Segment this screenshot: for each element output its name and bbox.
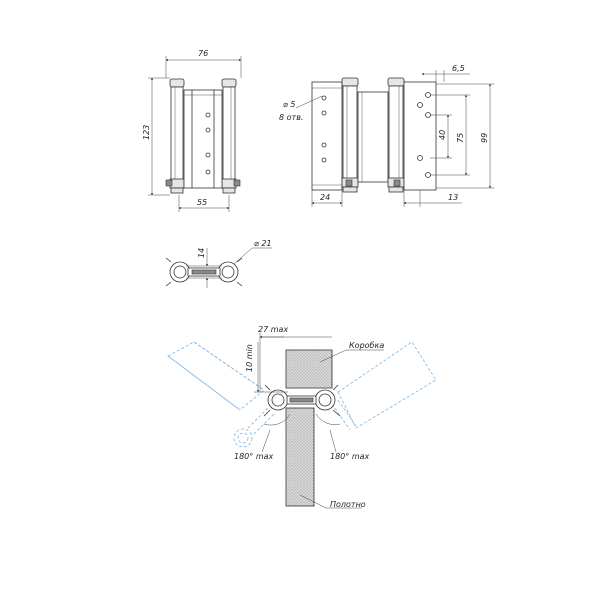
dim-install-leaf-gap: 10 min xyxy=(245,344,254,372)
dim-side-offset-top: 6,5 xyxy=(452,64,465,73)
dim-front-width: 76 xyxy=(198,49,208,58)
dim-install-gap: 27 max xyxy=(258,325,288,334)
front-view: 76 123 55 xyxy=(142,49,242,212)
dim-front-height: 123 xyxy=(142,125,151,140)
dim-side-total-height: 99 xyxy=(480,133,489,143)
dim-plan-thickness: 14 xyxy=(197,248,206,258)
dim-front-base-width: 55 xyxy=(197,198,207,207)
door-leaf-section xyxy=(285,407,315,507)
dim-plan-diameter: ⌀ 21 xyxy=(254,239,272,248)
dim-install-angle-left: 180° max xyxy=(234,452,274,461)
plan-view: 14 ⌀ 21 xyxy=(165,239,272,288)
side-view: ⌀ 5 8 отв. 6,5 xyxy=(279,64,494,207)
dim-install-angle-right: 180° max xyxy=(330,452,370,461)
dim-side-pitch-mid: 75 xyxy=(456,133,465,143)
dim-hole-count: 8 отв. xyxy=(279,113,303,122)
dim-side-bottom-right: 13 xyxy=(448,193,458,202)
dim-side-bottom-left: 24 xyxy=(320,193,330,202)
label-door-leaf: Полотно xyxy=(330,500,366,509)
label-frame: Коробка xyxy=(349,341,384,350)
installation-view: 27 max 10 min Коробка 180° max 180° max … xyxy=(167,325,437,509)
frame-section xyxy=(285,349,333,389)
dim-side-pitch-inner: 40 xyxy=(438,130,447,140)
dim-hole-diameter: ⌀ 5 xyxy=(283,100,295,109)
